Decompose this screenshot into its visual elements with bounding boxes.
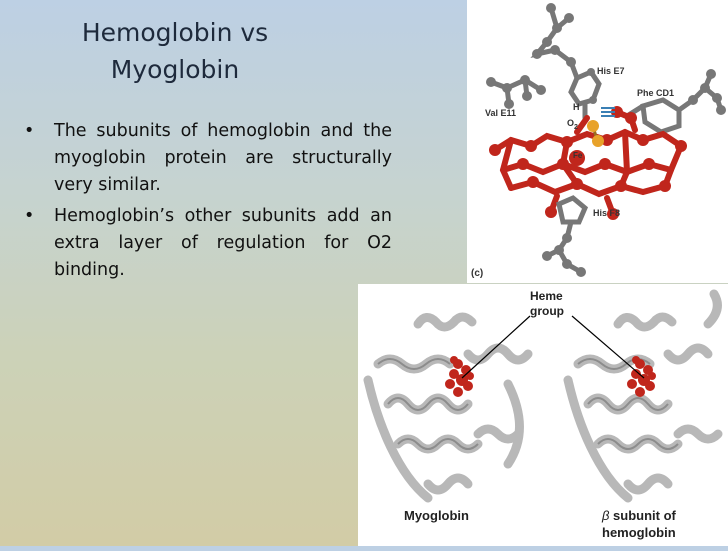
- bullet-item: • Hemoglobin’s other subunits add an ext…: [24, 203, 392, 284]
- bullet-text: Hemoglobin’s other subunits add an extra…: [54, 206, 392, 280]
- label-panel-c: (c): [471, 268, 483, 279]
- label-val-e11: Val E11: [485, 108, 516, 118]
- his-e7-atoms: [532, 3, 597, 104]
- bullet-list: • The subunits of hemoglobin and the myo…: [24, 118, 392, 288]
- slide-title: Hemoglobin vs Myoglobin: [20, 14, 330, 88]
- label-his-f8: His F8: [593, 208, 620, 218]
- myoglobin-ribbon-edges: [377, 358, 479, 450]
- bullet-marker: •: [24, 121, 35, 141]
- myoglobin-ribbon: [363, 312, 533, 503]
- his-f8-atoms: [542, 233, 586, 277]
- phe-cd1-residue: [624, 71, 724, 135]
- title-line-1: Hemoglobin vs: [81, 18, 269, 47]
- heme-pointer-lines: [461, 315, 645, 379]
- val-e11-residue: [488, 77, 544, 107]
- heme-pocket-diagram: His E7 Phe CD1 Val E11 H O2 Fe His F8 (c…: [471, 3, 726, 279]
- val-e11-atoms: [486, 75, 546, 109]
- label-his-e7: His E7: [597, 66, 625, 76]
- label-beta-subunit: β subunit of: [601, 508, 677, 523]
- label-h: H: [573, 102, 580, 112]
- title-line-2: Myoglobin: [110, 55, 240, 84]
- myoglobin-heme: [445, 356, 474, 397]
- oxygen-molecule: [587, 107, 615, 147]
- heme-pocket-figure: His E7 Phe CD1 Val E11 H O2 Fe His F8 (c…: [467, 0, 728, 283]
- label-myoglobin: Myoglobin: [404, 508, 469, 523]
- heme-atoms: [489, 106, 687, 220]
- bullet-item: • The subunits of hemoglobin and the myo…: [24, 118, 392, 199]
- label-fe: Fe: [573, 151, 583, 160]
- bullet-marker: •: [24, 206, 35, 226]
- label-hemoglobin: hemoglobin: [602, 525, 676, 540]
- hemoglobin-heme: [627, 356, 656, 397]
- label-phe-cd1: Phe CD1: [637, 88, 674, 98]
- label-o2: O2: [567, 118, 578, 131]
- bullet-text: The subunits of hemoglobin and the myogl…: [54, 121, 392, 195]
- label-group: group: [530, 304, 564, 318]
- ribbon-structures-figure: Heme group Myoglobin β subunit of hemogl…: [358, 284, 728, 546]
- phe-cd1-atoms: [688, 69, 726, 115]
- label-heme: Heme: [530, 289, 563, 303]
- ribbon-structures-diagram: Heme group Myoglobin β subunit of hemogl…: [363, 289, 723, 540]
